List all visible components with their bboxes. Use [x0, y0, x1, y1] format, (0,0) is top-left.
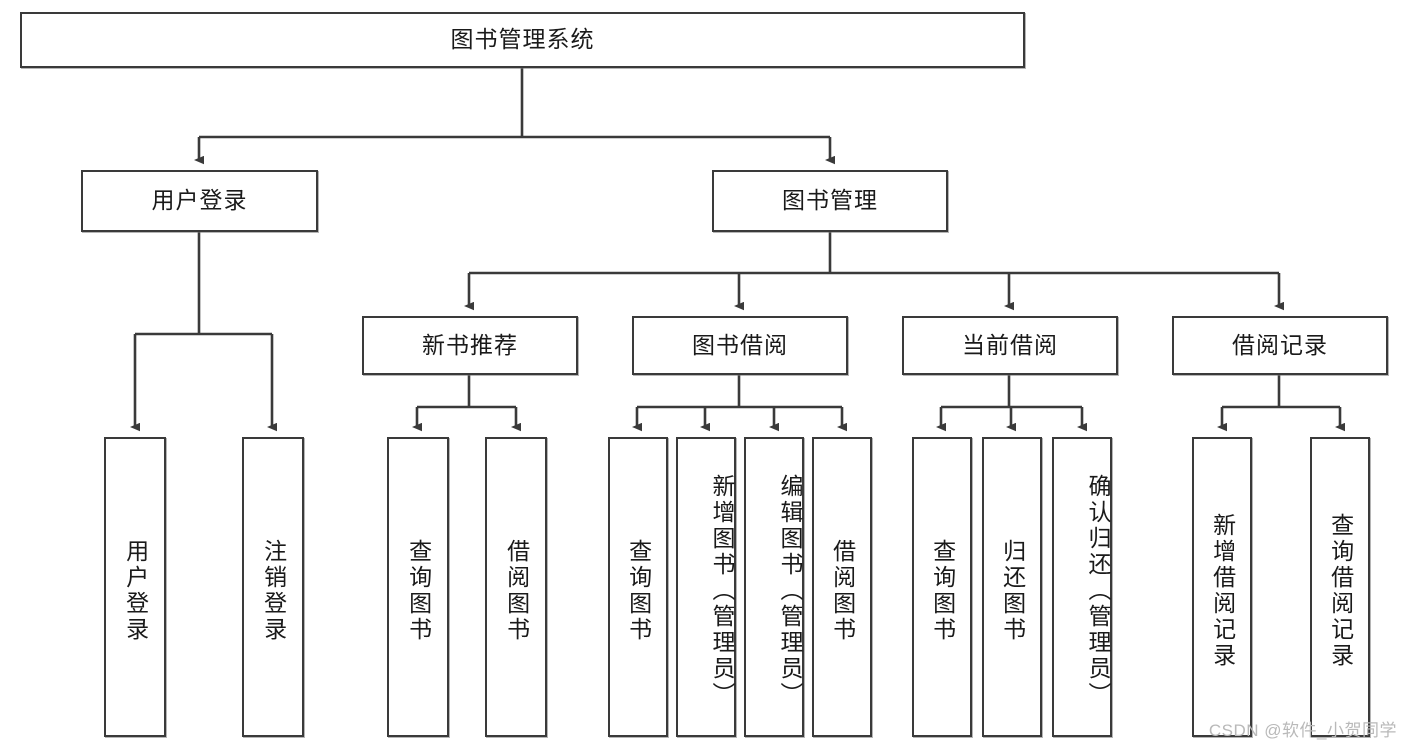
leaf-node[interactable]: 归还图书 [982, 437, 1042, 737]
leaf-node[interactable]: 查询图书 [387, 437, 449, 737]
node-root[interactable]: 图书管理系统 [20, 12, 1025, 68]
leaf-node[interactable]: 新增借阅记录 [1192, 437, 1252, 737]
leaf-node[interactable]: 查询借阅记录 [1310, 437, 1370, 737]
node-user-login[interactable]: 用户登录 [81, 170, 318, 232]
node-book-borrow[interactable]: 图书借阅 [632, 316, 848, 375]
leaf-node[interactable]: 注销登录 [242, 437, 304, 737]
node-new-book-recommend[interactable]: 新书推荐 [362, 316, 578, 375]
leaf-node[interactable]: 借阅图书 [485, 437, 547, 737]
leaf-node[interactable]: 查询图书 [912, 437, 972, 737]
leaf-node[interactable]: 借阅图书 [812, 437, 872, 737]
node-book-management[interactable]: 图书管理 [712, 170, 948, 232]
node-borrow-record[interactable]: 借阅记录 [1172, 316, 1388, 375]
leaf-node[interactable]: 确认归还（管理员） [1052, 437, 1112, 737]
leaf-node[interactable]: 编辑图书（管理员） [744, 437, 804, 737]
watermark-text: CSDN @软件_小贺同学 [1208, 721, 1397, 740]
leaf-node[interactable]: 用户登录 [104, 437, 166, 737]
leaf-node[interactable]: 查询图书 [608, 437, 668, 737]
node-current-borrow[interactable]: 当前借阅 [902, 316, 1118, 375]
leaf-node[interactable]: 新增图书（管理员） [676, 437, 736, 737]
